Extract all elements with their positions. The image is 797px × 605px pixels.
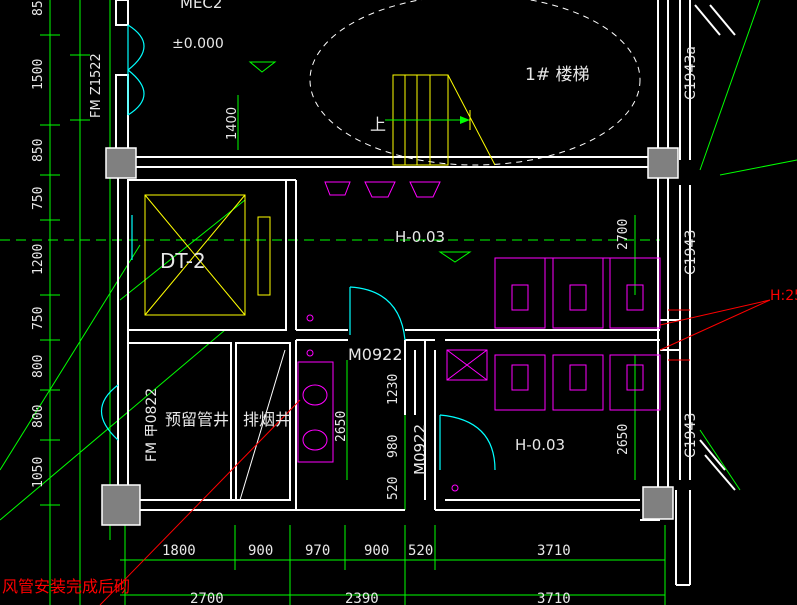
- dim-2650-sink: 2650: [334, 411, 349, 442]
- door-m0922-b-label: M0922: [411, 424, 429, 475]
- dim-bottom-1-4: 520: [408, 543, 433, 559]
- dim-left-7: 800: [31, 405, 46, 428]
- dim-left-2: 850: [31, 139, 46, 162]
- dim-left-1: 1500: [31, 59, 46, 90]
- dim-left-3: 750: [31, 187, 46, 210]
- dim-bottom-2-2: 3710: [537, 591, 571, 605]
- door-m0922-a-label: M0922: [348, 345, 403, 364]
- top-cut-label: MEC2: [180, 0, 222, 12]
- col-c1943-b-label: C1943: [683, 230, 699, 275]
- dim-bottom-1-5: 3710: [537, 543, 571, 559]
- dim-bottom-1-2: 970: [305, 543, 330, 559]
- level-zero-label: ±0.000: [172, 36, 224, 52]
- col-c1943-c-label: C1943: [683, 413, 699, 458]
- fm-jia-label: FM 甲0822: [144, 388, 160, 462]
- walls: [115, 0, 736, 586]
- dim-2650-wc: 2650: [616, 424, 631, 455]
- col-c1943-a-label: C1943a: [683, 46, 699, 100]
- dim-left-4: 1200: [31, 244, 46, 275]
- stair-label: 1# 楼梯: [525, 65, 589, 85]
- dim-980: 980: [386, 435, 401, 458]
- dim-bottom-1-3: 900: [364, 543, 389, 559]
- dim-1400-label: 1400: [225, 107, 240, 140]
- corridor-level-label: H-0.03: [395, 228, 445, 246]
- door-fm-z-label: FM Z1522: [89, 53, 104, 118]
- dim-bottom-1-1: 900: [248, 543, 273, 559]
- elevator-label: DT-2: [160, 249, 206, 273]
- dim-left-0: 850: [31, 0, 46, 16]
- elevator-shaft: [144, 194, 271, 316]
- level-marks: [248, 61, 472, 263]
- red-note-label: 风管安装完成后砌: [2, 577, 130, 596]
- stair-arrowhead-icon: [460, 116, 470, 124]
- h25-label: H:25: [770, 288, 797, 304]
- stair-up-label: 上: [370, 115, 386, 134]
- columns: [101, 147, 679, 526]
- dim-left-5: 750: [31, 307, 46, 330]
- dim-bottom-1-0: 1800: [162, 543, 196, 559]
- red-annotations: [99, 299, 771, 605]
- stair-outline-dashed: [309, 0, 641, 166]
- dim-2700-vertical: 2700: [616, 219, 631, 250]
- dim-bottom-2-1: 2390: [345, 591, 379, 605]
- smoke-shaft-diagonal: [239, 349, 286, 501]
- dim-bottom-2-0: 2700: [190, 591, 224, 605]
- shaft-reserved-label: 预留管井: [165, 410, 229, 429]
- shaft-smoke-label: 排烟井: [243, 410, 291, 429]
- doors: [101, 24, 496, 471]
- dim-left-8: 1050: [31, 457, 46, 488]
- dim-left-6: 800: [31, 355, 46, 378]
- dim-520-vertical: 520: [386, 477, 401, 500]
- dim-1230: 1230: [386, 374, 401, 405]
- wc-fixtures: [297, 181, 661, 492]
- wc-level-label: H-0.03: [515, 436, 565, 454]
